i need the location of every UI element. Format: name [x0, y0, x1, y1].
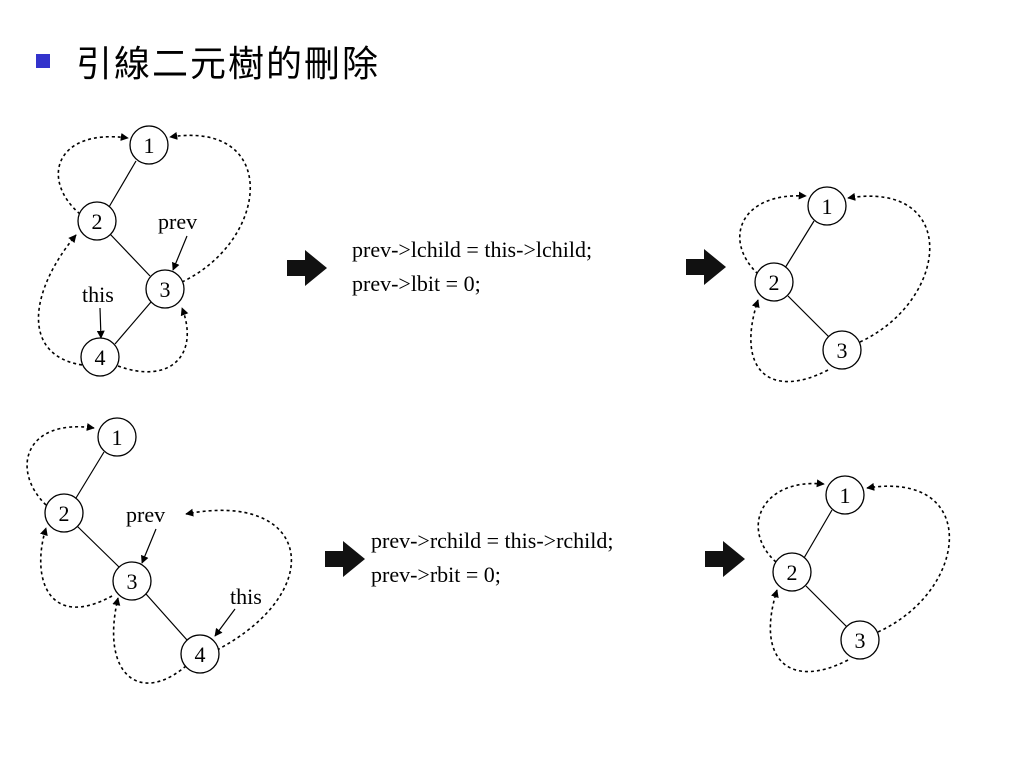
svg-text:3: 3 [127, 569, 138, 594]
edge-3-4 [114, 301, 152, 345]
tree-node: 1 [97, 417, 137, 457]
edge-1-2 [803, 509, 833, 559]
tree-node: 2 [772, 552, 812, 592]
thread-3-to-1 [169, 131, 251, 283]
code-line: prev->rbit = 0; [371, 562, 501, 587]
tree-node: 1 [129, 125, 169, 165]
this-label: this [230, 584, 262, 609]
prev-pointer-arrow [141, 528, 157, 564]
this-pointer-arrow [96, 307, 105, 339]
thread-2-to-1 [739, 191, 807, 275]
code-line: prev->rchild = this->rchild; [371, 528, 614, 553]
tree-node: 4 [80, 337, 120, 377]
thread-3-to-2 [39, 527, 113, 608]
svg-text:1: 1 [840, 483, 851, 508]
edge-2-3 [787, 295, 831, 339]
svg-text:3: 3 [160, 277, 171, 302]
right-arrow-icon [705, 541, 745, 577]
tree-node: 3 [112, 561, 152, 601]
tree-node: 1 [807, 186, 847, 226]
prev-label: prev [158, 209, 197, 234]
thread-2-to-1 [26, 423, 95, 506]
thread-4-to-3 [112, 597, 187, 684]
svg-text:1: 1 [144, 133, 155, 158]
svg-text:3: 3 [837, 338, 848, 363]
right-arrow-icon [325, 541, 365, 577]
code-line: prev->lchild = this->lchild; [352, 237, 592, 262]
tree-node: 3 [840, 620, 880, 660]
tree-node: 3 [145, 269, 185, 309]
tree-node: 2 [44, 493, 84, 533]
thread-3-to-1 [866, 482, 950, 633]
right-arrow-icon [287, 250, 327, 286]
code-line: prev->lbit = 0; [352, 271, 481, 296]
svg-text:3: 3 [855, 628, 866, 653]
svg-text:4: 4 [95, 345, 106, 370]
thread-3-to-2 [769, 589, 849, 673]
tree-node: 2 [77, 201, 117, 241]
case1-after-tree: 1 2 3 [739, 186, 931, 383]
edge-1-2 [784, 220, 815, 269]
edge-2-3 [805, 585, 849, 629]
thread-4-to-head [185, 508, 292, 651]
svg-text:4: 4 [195, 642, 206, 667]
edge-2-3 [109, 233, 151, 277]
svg-text:2: 2 [769, 270, 780, 295]
thread-4-to-2 [37, 234, 83, 366]
svg-text:2: 2 [59, 501, 70, 526]
bullet-square-icon [36, 54, 50, 68]
tree-node: 1 [825, 475, 865, 515]
prev-pointer-arrow [172, 235, 188, 271]
prev-label: prev [126, 502, 165, 527]
right-arrow-icon [686, 249, 726, 285]
thread-4-to-3 [117, 307, 189, 373]
svg-text:2: 2 [92, 209, 103, 234]
thread-3-to-1 [847, 192, 931, 343]
svg-text:1: 1 [822, 194, 833, 219]
thread-3-to-2 [750, 299, 829, 383]
slide-title: 引線二元樹的刪除 [36, 36, 380, 86]
thread-2-to-1 [57, 133, 129, 215]
edge-1-2 [75, 451, 105, 499]
case2-before-tree: prev this 1 2 3 4 [26, 417, 292, 684]
title-text: 引線二元樹的刪除 [76, 44, 381, 85]
edge-1-2 [108, 160, 137, 208]
svg-text:1: 1 [112, 425, 123, 450]
edge-2-3 [76, 525, 120, 568]
thread-2-to-1 [757, 479, 825, 563]
edge-3-4 [145, 593, 188, 641]
case1-before-tree: prev this 1 2 3 4 [37, 125, 251, 377]
tree-node: 2 [754, 262, 794, 302]
svg-text:2: 2 [787, 560, 798, 585]
this-pointer-arrow [214, 608, 236, 637]
case2-after-tree: 1 2 3 [757, 475, 950, 673]
this-label: this [82, 282, 114, 307]
tree-node: 3 [822, 330, 862, 370]
tree-node: 4 [180, 634, 220, 674]
